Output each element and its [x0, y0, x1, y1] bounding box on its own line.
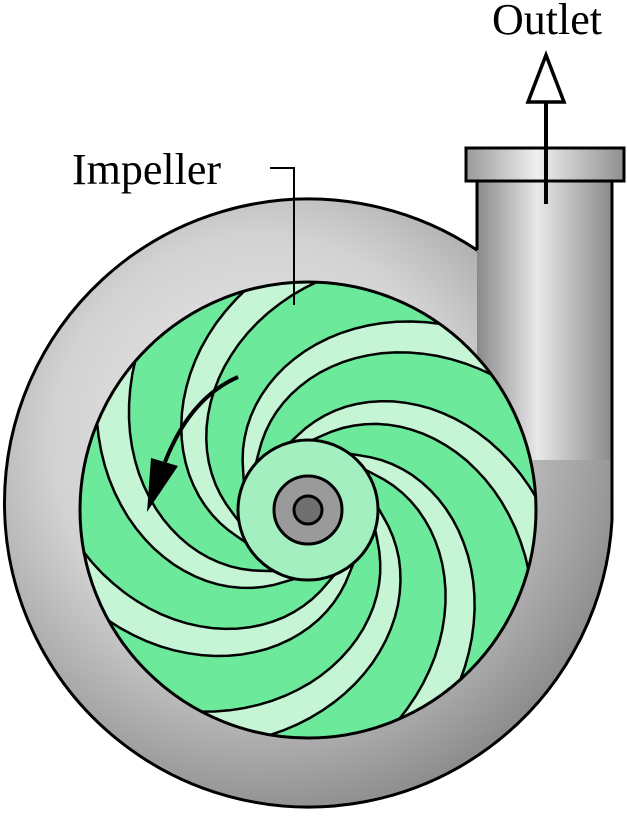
vane-edge — [253, 351, 508, 468]
vane-channel — [242, 321, 507, 487]
vane-edge — [253, 502, 402, 738]
vane-edge — [127, 344, 279, 573]
vane-channel — [183, 503, 401, 738]
vane-edge — [93, 558, 357, 658]
vane-channel — [96, 344, 300, 588]
vane-edge — [285, 399, 536, 513]
vane-edge — [80, 537, 339, 631]
vane-edge — [360, 466, 447, 734]
impeller — [78, 280, 538, 740]
vane-channel — [80, 538, 356, 656]
vane-edge — [95, 405, 300, 590]
vane-channel — [286, 401, 536, 587]
impeller-label: Impeller — [72, 145, 221, 194]
vane-edge — [241, 320, 458, 487]
vane-edge — [307, 422, 533, 587]
curved-arrow-icon — [147, 375, 239, 512]
impeller-vanes — [80, 282, 536, 738]
impeller-rim — [78, 280, 538, 740]
vane-edge — [183, 524, 382, 713]
vane-channel — [181, 282, 333, 546]
impeller-leader-line — [270, 167, 295, 305]
outlet-arrow-icon — [525, 50, 567, 204]
shaft — [292, 494, 324, 526]
vane-edge — [344, 451, 476, 697]
outlet-label: Outlet — [492, 0, 602, 44]
vane-channel — [345, 453, 475, 733]
